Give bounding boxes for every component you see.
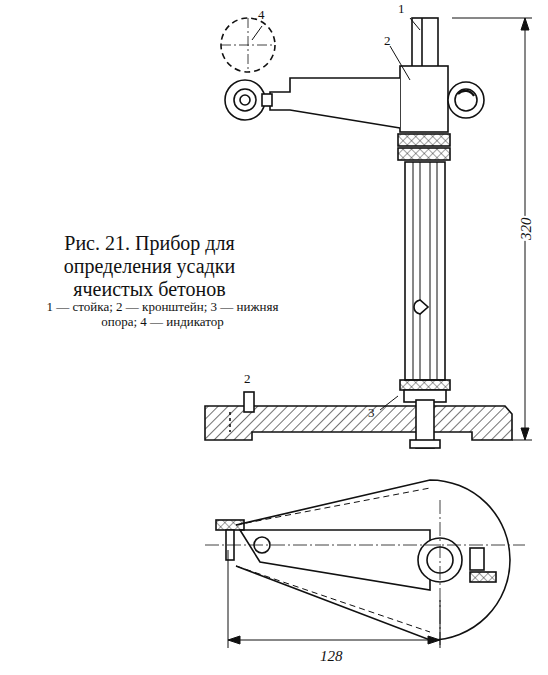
parts-legend: 1 — стойка; 2 — кронштейн; 3 — нижняя оп… — [40, 300, 285, 330]
callout-number: 2 — [384, 34, 391, 49]
callout-number: 2 — [244, 372, 251, 387]
callout-number: 3 — [368, 406, 375, 421]
callout-number: 4 — [258, 8, 265, 23]
figure-caption: Рис. 21. Прибор для определения усадки я… — [22, 232, 277, 301]
callout-number: 1 — [398, 2, 405, 17]
dimension-value: 320 — [518, 216, 535, 241]
dimension-value: 128 — [320, 648, 343, 665]
